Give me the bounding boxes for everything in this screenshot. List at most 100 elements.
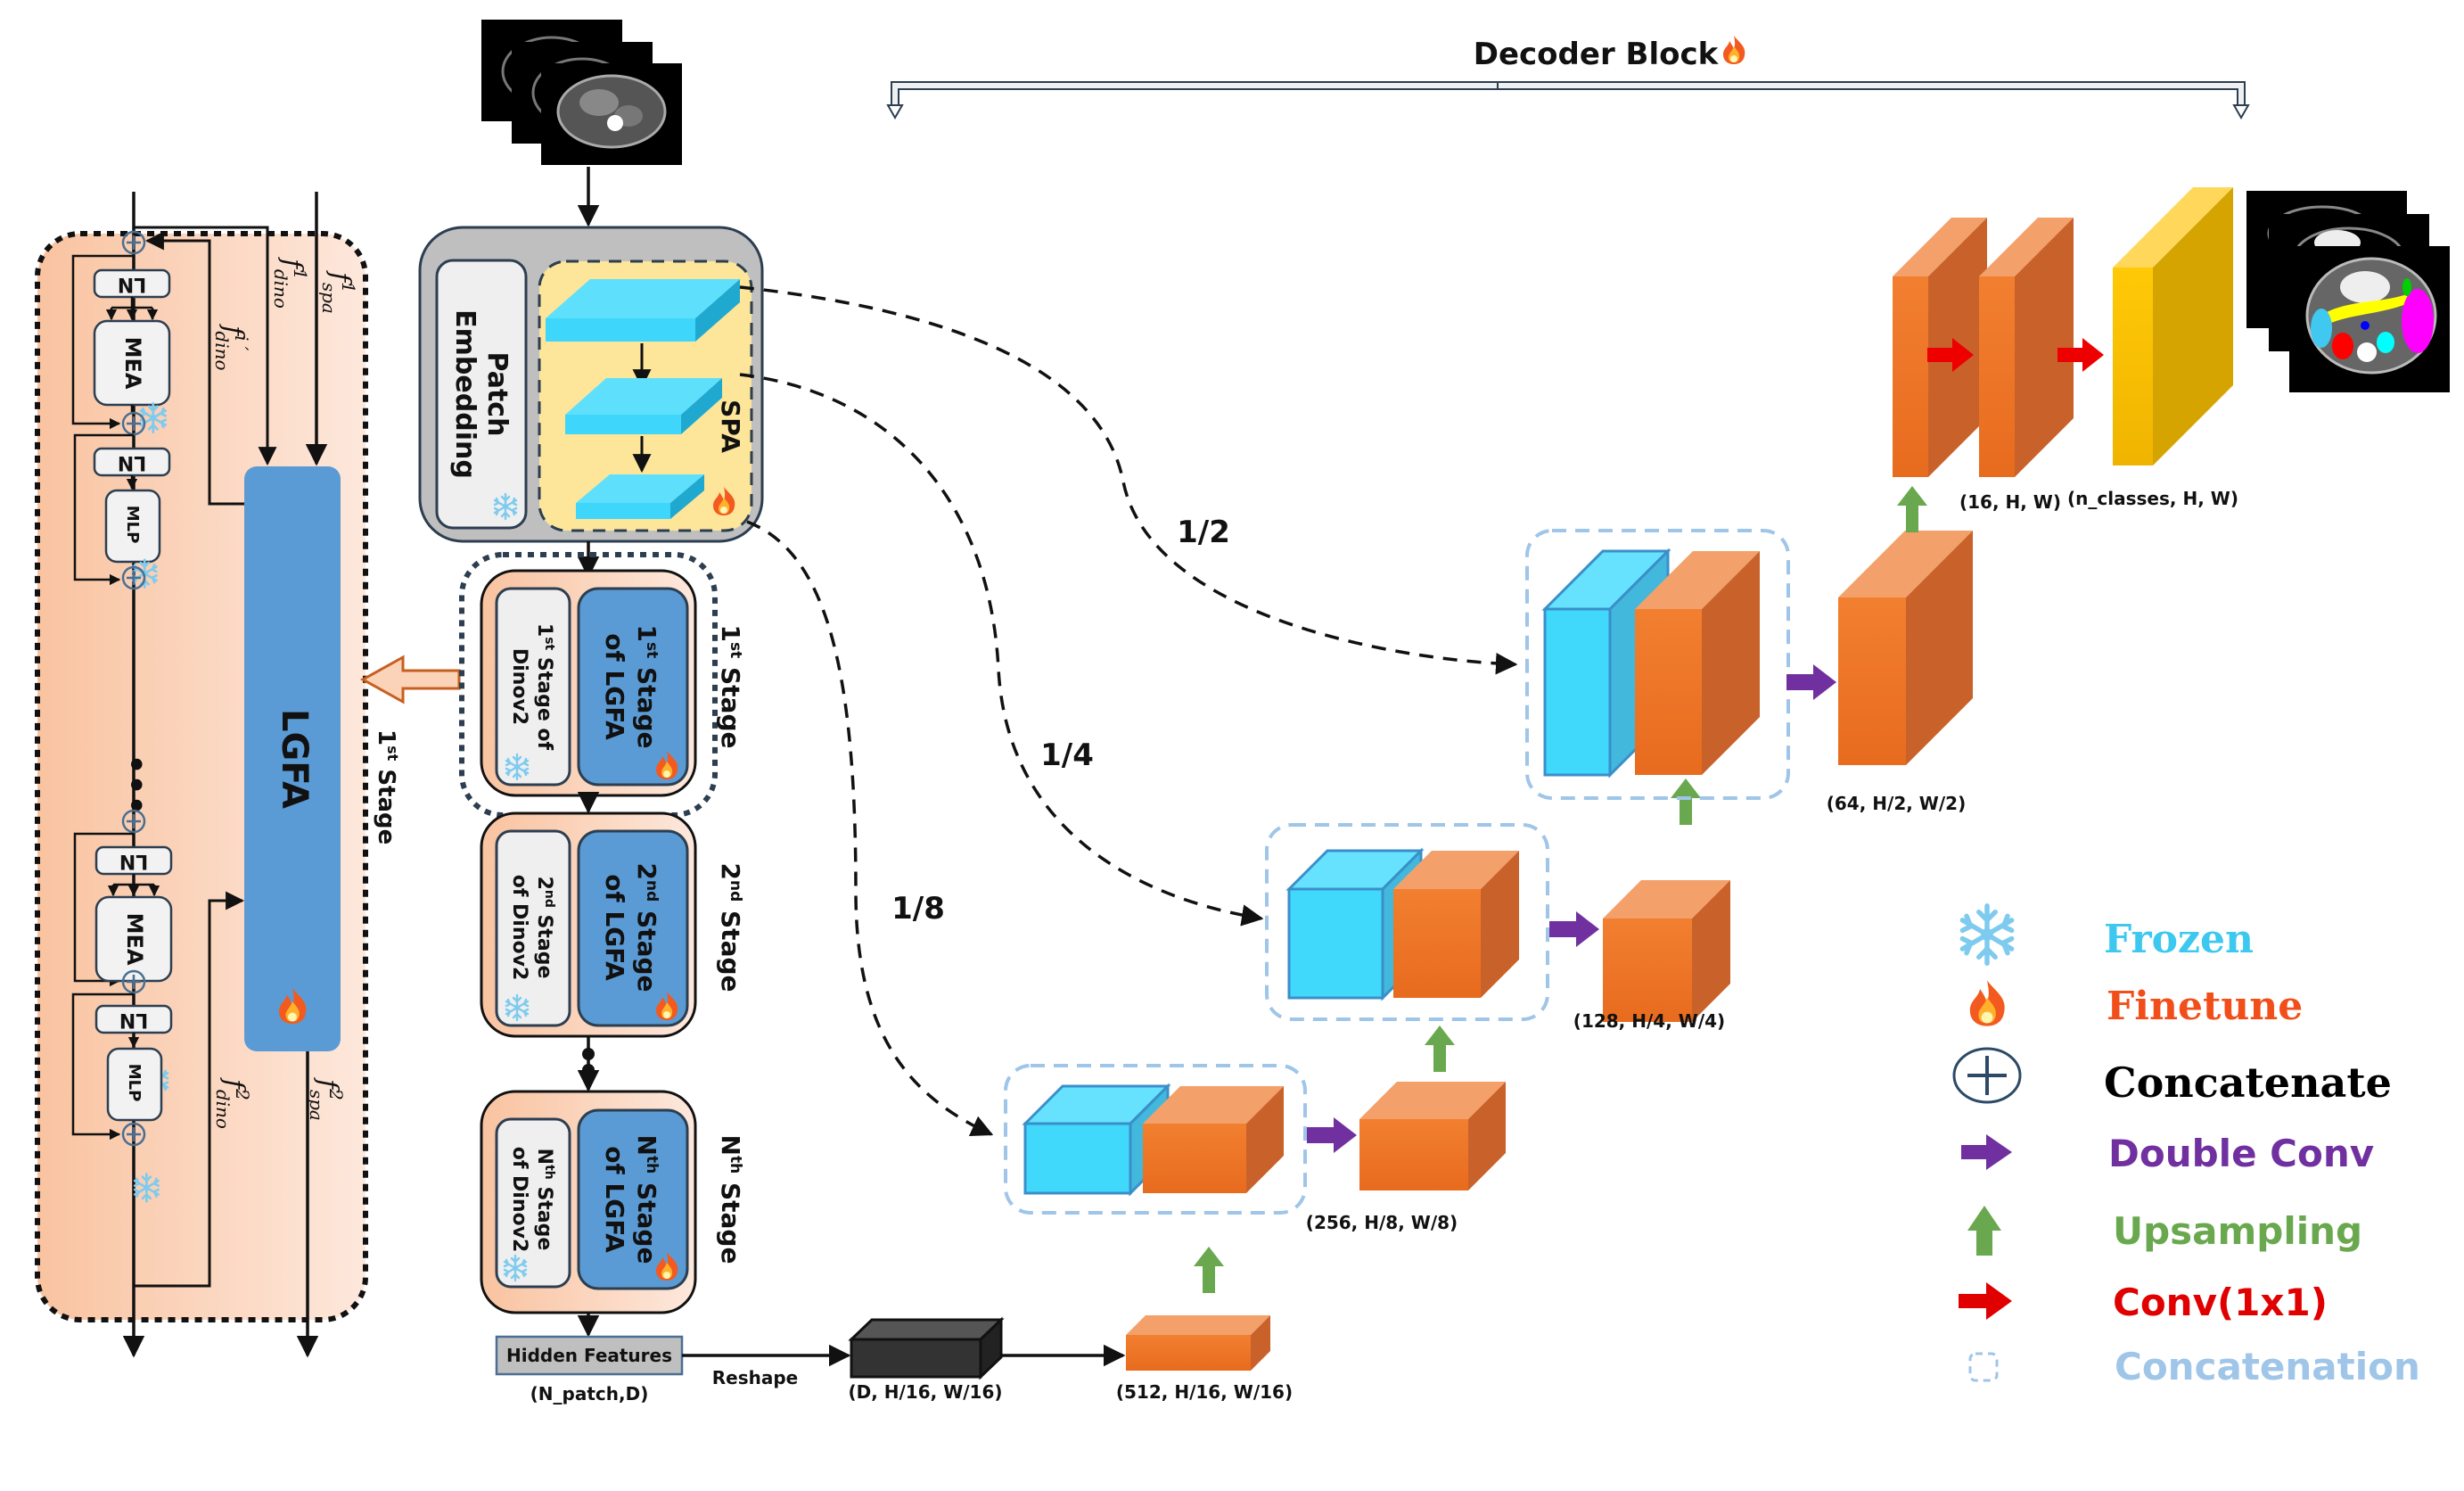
dashed-box-icon: [1968, 1352, 1999, 1382]
svg-text:fi ′dino: fi ′dino: [211, 324, 252, 371]
dinov2-stage-box: [495, 587, 571, 787]
svg-text:Conv(1x1): Conv(1x1): [2113, 1281, 2328, 1324]
reshaped-feature-cube: [848, 1316, 1005, 1380]
concat-box-1-8: [1004, 1064, 1307, 1215]
fire-icon: [1969, 980, 2005, 1026]
shape-label-16: (16, H, W): [1959, 491, 2061, 513]
legend-item-concatenation: Concatenation: [1968, 1345, 2420, 1388]
f-spa-1-label: f1spa: [318, 270, 359, 314]
panel-stage-label: 1st Stage: [373, 729, 401, 844]
svg-text:1st Stage: 1st Stage: [373, 729, 401, 844]
green-up-arrow-icon: [1967, 1206, 2001, 1256]
svg-text:Frozen: Frozen: [2104, 917, 2254, 962]
bracket-arrow-right: [2232, 104, 2250, 120]
purple-arrow-icon: [1961, 1134, 2012, 1170]
concat-box-1-2: [1525, 529, 1790, 800]
input-ct-images: [481, 20, 682, 165]
lgfa-stage-box: [577, 587, 689, 787]
stage-1-block: 1st Stageof LGFA 1st Stage ofDinov2 1st …: [480, 569, 745, 797]
output-segmentation-images: [2246, 191, 2450, 392]
legend-item-concatenate: Concatenate: [1952, 1047, 2392, 1107]
svg-text:LN: LN: [119, 850, 148, 872]
lgfa-stage-box: [577, 829, 689, 1027]
shape-label-n-classes: (n_classes, H, W): [2067, 488, 2238, 509]
legend-item-frozen: Frozen: [1962, 906, 2254, 963]
spa-feature-slab: [565, 378, 722, 415]
encoder-spa-block: PatchEmbedding SPA: [418, 226, 764, 543]
skip-label-1-4: 1/4: [1040, 737, 1094, 773]
double-conv-arrow: [1549, 911, 1599, 947]
svg-text:Finetune: Finetune: [2107, 984, 2303, 1029]
double-conv-arrow: [1307, 1117, 1357, 1153]
svg-text:1st Stage ofDinov2: 1st Stage ofDinov2: [508, 623, 556, 751]
svg-text:Nth Stage: Nth Stage: [716, 1135, 745, 1264]
decoder-cube-512: [1126, 1315, 1270, 1371]
svg-text:Double Conv: Double Conv: [2108, 1132, 2374, 1175]
hidden-shape-label: (N_patch,D): [530, 1383, 649, 1405]
circle-plus-icon: [1952, 1047, 2022, 1104]
decoder-cube-1-4: [1393, 851, 1519, 998]
shape-label-128: (128, H/4, W/4): [1573, 1010, 1725, 1032]
mlp-box: [104, 489, 161, 564]
upsampling-arrow: [1671, 778, 1701, 825]
legend-item-conv1x1: Conv(1x1): [1959, 1281, 2328, 1324]
concat-box-1-4: [1265, 823, 1549, 1021]
svg-text:2nd Stage: 2nd Stage: [716, 863, 745, 993]
svg-text:1st Stageof LGFA: 1st Stageof LGFA: [600, 625, 661, 749]
decoder-plate-16b: [1979, 218, 2074, 477]
upsampling-arrow: [1425, 1026, 1455, 1072]
svg-text:LN: LN: [118, 451, 146, 474]
decoder-block-title: Decoder Block: [1474, 37, 1720, 72]
svg-text:Nth Stageof Dinov2: Nth Stageof Dinov2: [508, 1147, 556, 1253]
ellipsis-dot: [582, 1048, 595, 1060]
upsampling-arrow: [1194, 1247, 1224, 1293]
f-spa-2-label: f2spa: [306, 1077, 347, 1121]
bracket-arrow-left: [886, 104, 904, 120]
skip-connections: [739, 285, 1518, 1136]
lgfa-main-block: [244, 466, 341, 1051]
shape-label-256: (256, H/8, W/8): [1306, 1212, 1458, 1233]
decoder-cube-1-8: [1143, 1086, 1284, 1193]
decoder-cube-1-2: [1635, 551, 1760, 775]
svg-text:LGFA: LGFA: [274, 709, 315, 809]
expand-arrow: [359, 655, 461, 704]
output-logits-plate: [2113, 187, 2233, 465]
f-dino-2-label: f2dino: [212, 1077, 253, 1129]
svg-text:f1spa: f1spa: [318, 270, 359, 314]
decoder-bracket: [891, 81, 2246, 106]
svg-text:MLP: MLP: [123, 506, 142, 544]
lgfa-detail-panel: LN MEA LN MLP ••• LN MEA LN: [35, 192, 368, 1358]
svg-text:Concatenation: Concatenation: [2115, 1345, 2420, 1388]
svg-text:LN: LN: [119, 1009, 148, 1031]
svg-text:f2dino: f2dino: [212, 1077, 253, 1129]
svg-text:MEA: MEA: [120, 337, 145, 390]
f-dino-i-label: fi ′dino: [211, 324, 252, 371]
spa-feature-slab: [546, 279, 740, 318]
skip-connection-1-2: [739, 285, 1518, 675]
decoder-body: [1004, 187, 2233, 1371]
svg-text:MLP: MLP: [125, 1064, 144, 1102]
snowflake-icon: [1962, 906, 2011, 963]
lgfa-stage-box: [577, 1108, 689, 1290]
reshaped-shape-label: (D, H/16, W/16): [848, 1381, 1002, 1403]
patch-embedding-box: [435, 259, 528, 530]
ellipsis: •••: [117, 754, 153, 815]
encoder-stages: 1st Stageof LGFA 1st Stage ofDinov2 1st …: [459, 552, 745, 1314]
reshape-label: Reshape: [712, 1367, 798, 1388]
svg-text:f2spa: f2spa: [306, 1077, 347, 1121]
legend-item-upsampling: Upsampling: [1967, 1206, 2362, 1256]
decoder-cube-128: [1603, 880, 1730, 1022]
svg-text:Upsampling: Upsampling: [2113, 1209, 2362, 1253]
skip-label-1-8: 1/8: [891, 891, 945, 927]
stage-n-block: Nth Stageof LGFA Nth Stageof Dinov2 Nth …: [480, 1090, 745, 1314]
hidden-features-box: [495, 1335, 684, 1376]
shape-label-64: (64, H/2, W/2): [1827, 793, 1966, 814]
decoder-block-header: Decoder Block: [886, 36, 2250, 120]
skip-label-1-2: 1/2: [1177, 515, 1230, 550]
legend: Frozen Finetune Concatenate Double Conv …: [1952, 906, 2420, 1388]
svg-text:PatchEmbedding: PatchEmbedding: [449, 309, 513, 479]
conv1x1-arrow: [2057, 338, 2104, 372]
stage-2-block: 2nd Stageof LGFA 2nd Stageof Dinov2 2nd …: [480, 811, 745, 1038]
legend-item-finetune: Finetune: [1969, 980, 2303, 1029]
